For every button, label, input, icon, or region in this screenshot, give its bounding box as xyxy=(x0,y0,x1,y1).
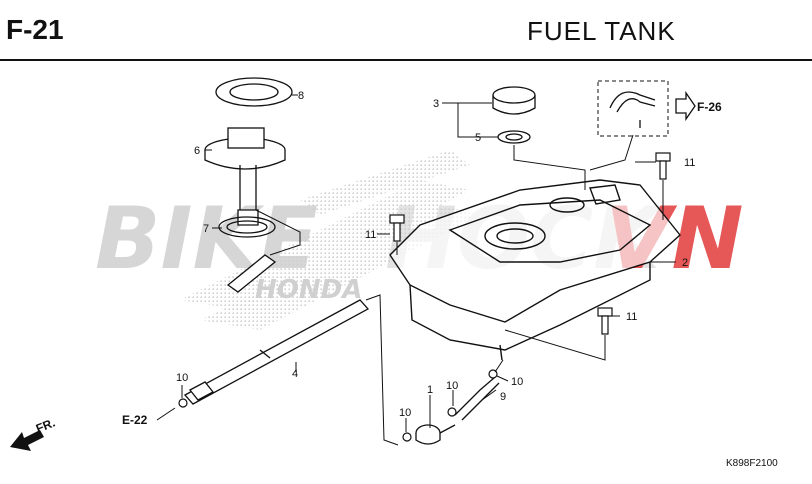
fuel-feed-hose xyxy=(183,299,370,405)
front-label: FR. xyxy=(34,416,57,436)
breather-tube-box xyxy=(597,80,669,137)
tank-bolt-upper-right xyxy=(655,152,671,180)
bolt-leaders xyxy=(396,180,664,361)
hose-clips xyxy=(178,369,498,442)
hose-leader xyxy=(365,294,399,446)
callout-10-hose-clip: 10 xyxy=(176,372,188,384)
breather-leader xyxy=(589,134,634,171)
callout-9: 9 xyxy=(500,391,506,403)
callout-1: 1 xyxy=(427,384,433,396)
f26-arrow xyxy=(675,90,696,122)
section-title: FUEL TANK xyxy=(527,16,676,46)
callout-5: 5 xyxy=(475,132,481,144)
front-direction-arrow: FR. xyxy=(10,416,57,451)
fuel-filter xyxy=(415,424,456,445)
pump-retainer-ring xyxy=(215,77,293,107)
callout-3: 3 xyxy=(433,98,439,110)
callout-6: 6 xyxy=(194,145,200,157)
callout-10-outlet-clip: 10 xyxy=(511,376,523,388)
pump-wire xyxy=(255,209,301,256)
callout-11-left: 11 xyxy=(365,229,376,241)
pump-strainer xyxy=(226,254,277,293)
watermark-left: BIKE xyxy=(95,189,318,289)
fuel-hose-9 xyxy=(454,377,500,421)
callout-4: 4 xyxy=(292,368,298,380)
breather-tube xyxy=(609,91,656,128)
tank-bolt-left xyxy=(389,214,405,242)
section-code: F-21 xyxy=(6,14,64,45)
honda-brand-watermark: HONDA xyxy=(255,275,362,305)
callout-8: 8 xyxy=(298,90,304,102)
ref-e22: E-22 xyxy=(122,413,148,427)
callout-leaders xyxy=(156,94,676,432)
ref-f26: F-26 xyxy=(697,100,722,114)
callout-10-mid-clip: 10 xyxy=(446,380,458,392)
diagram-code: K898F2100 xyxy=(726,458,778,469)
fuel-tank xyxy=(389,179,681,361)
pump-packing xyxy=(218,216,276,238)
callout-10-filter-clip: 10 xyxy=(399,407,411,419)
page-header: F-21 FUEL TANK xyxy=(0,0,812,61)
callout-11-upper: 11 xyxy=(684,157,695,169)
header-divider xyxy=(0,59,812,61)
cap-leader xyxy=(513,145,586,190)
callout-7: 7 xyxy=(203,223,209,235)
callout-2: 2 xyxy=(682,257,688,269)
fuel-cap xyxy=(492,86,536,115)
tank-outlet xyxy=(494,359,504,373)
callout-11-lower: 11 xyxy=(626,311,637,323)
fuel-cap-gasket xyxy=(497,130,531,144)
tank-bolt-lower-right xyxy=(597,307,613,335)
